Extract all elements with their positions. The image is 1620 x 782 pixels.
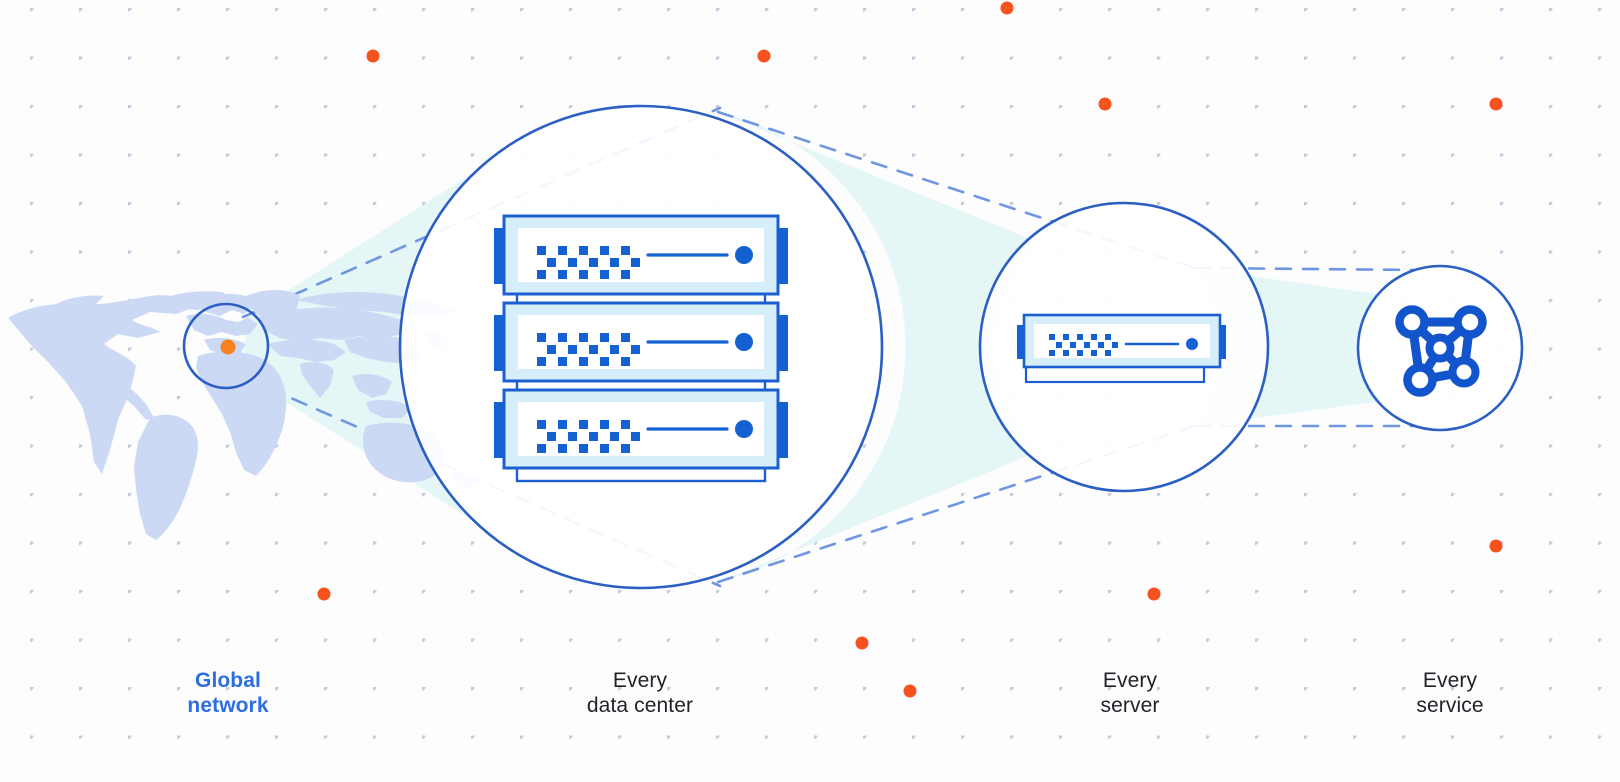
stage-label-every-server: Every server [1100, 669, 1160, 717]
accent-dot [903, 684, 917, 698]
global-network-marker [220, 339, 236, 355]
service-network-nodes [1395, 305, 1487, 397]
accent-dot [366, 49, 380, 63]
stage-label-every-data-center: Every data center [586, 669, 694, 717]
server-unit [494, 301, 788, 383]
accent-dot [317, 587, 331, 601]
server-unit [494, 388, 788, 470]
accent-dot [1147, 587, 1161, 601]
server-rack-icon [494, 214, 788, 483]
accent-dot [1489, 97, 1503, 111]
server-unit [494, 214, 788, 296]
single-server-icon [1017, 313, 1226, 384]
accent-dot [855, 636, 869, 650]
stage-label-every-service: Every service [1416, 669, 1484, 717]
accent-dot [1000, 1, 1014, 15]
accent-dot [757, 49, 771, 63]
accent-dot [1098, 97, 1112, 111]
stage-label-global-network: Global network [187, 669, 269, 717]
accent-dot [1489, 539, 1503, 553]
accent-dot-group [317, 1, 1503, 698]
global-network-highlight [182, 302, 270, 390]
